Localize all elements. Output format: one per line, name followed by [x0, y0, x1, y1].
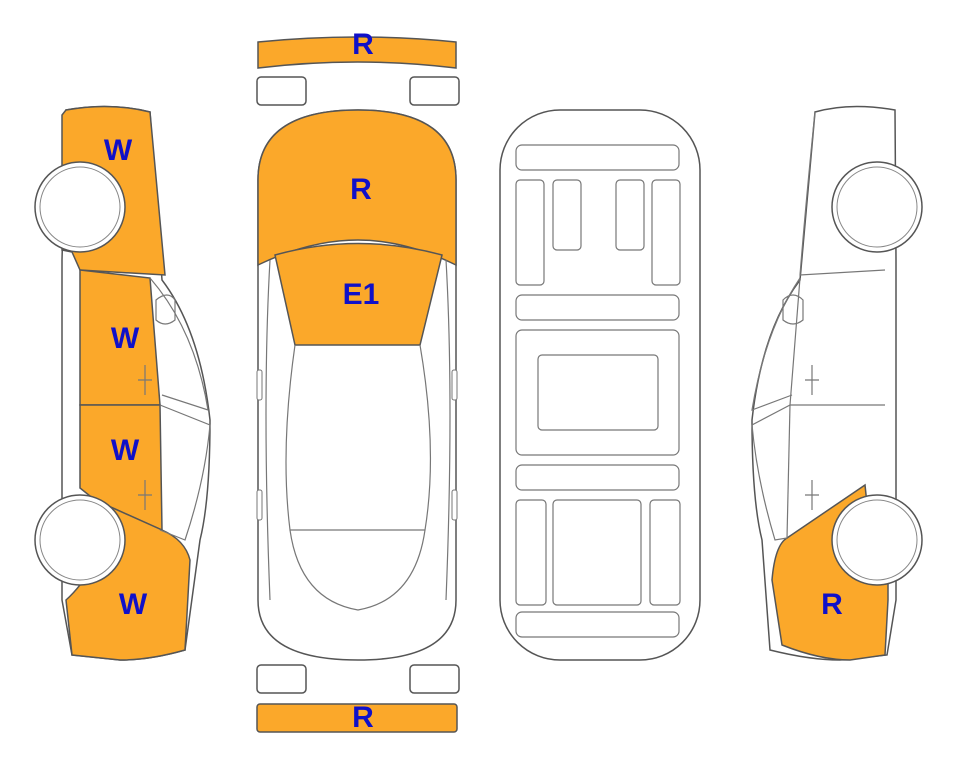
front-left-light	[256, 76, 307, 106]
front-bumper-label: R	[352, 28, 374, 61]
rear-bumper-label: R	[352, 701, 374, 734]
left-side-view: W W W W	[34, 105, 211, 661]
windshield-label: E1	[343, 278, 380, 311]
right-rear-quarter-label: R	[821, 588, 843, 621]
left-front-door-label: W	[111, 322, 140, 355]
left-rear-quarter-label: W	[119, 588, 148, 621]
front-bumper[interactable]	[257, 36, 457, 69]
rear-left-light	[256, 664, 307, 694]
front-right-light	[409, 76, 460, 106]
windshield[interactable]	[274, 242, 443, 346]
hood-label: R	[350, 173, 372, 206]
top-view: R R E1 R	[256, 28, 460, 734]
hood[interactable]	[257, 109, 457, 267]
underbody-view	[499, 109, 701, 661]
left-rear-door-label: W	[111, 434, 140, 467]
rear-bumper[interactable]	[256, 703, 458, 733]
rear-right-light	[409, 664, 460, 694]
right-side-view: R	[751, 105, 923, 661]
left-front-fender-label: W	[104, 134, 133, 167]
